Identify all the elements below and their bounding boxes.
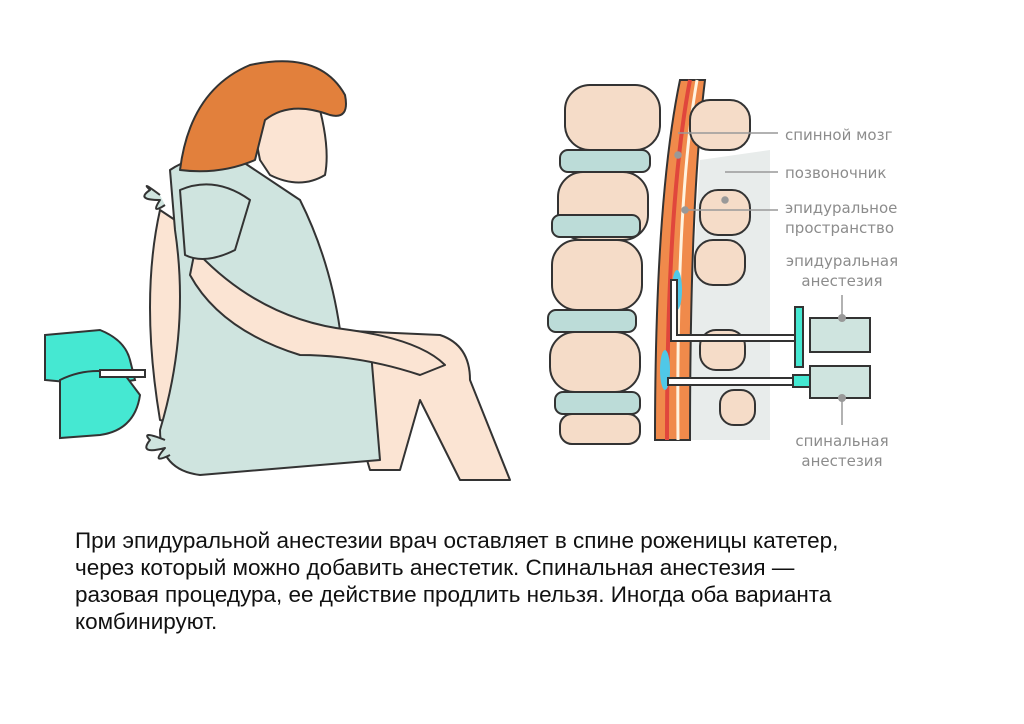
spine-cross-section (547, 79, 770, 445)
arm (189, 249, 446, 376)
label-line: эпидуральная (785, 252, 899, 270)
vertebra (559, 413, 641, 445)
bow-top (143, 185, 166, 210)
hair (179, 60, 347, 173)
woman-figure (143, 60, 511, 481)
vertebra (549, 331, 641, 393)
spinal-needle (667, 365, 871, 402)
disc (554, 391, 641, 415)
label-line: пространство (785, 219, 895, 237)
caption-line: комбинируют. (75, 609, 218, 634)
label-spinal-anesthesia: спинальная анестезия (772, 431, 912, 471)
caption: При эпидуральной анестезии врач оставляе… (75, 527, 975, 635)
caption-line: При эпидуральной анестезии врач оставляе… (75, 528, 839, 553)
disc (551, 214, 641, 238)
label-leaders (674, 132, 843, 425)
label-epidural-space: эпидуральное пространство (785, 198, 897, 238)
sleeve (179, 183, 251, 260)
anesthesia-illustration (44, 60, 871, 481)
vertebra (551, 239, 643, 311)
label-line: анестезия (801, 272, 883, 290)
bow-bottom (145, 434, 171, 460)
gloved-hands (44, 328, 146, 440)
label-spine: позвоночник (785, 164, 887, 182)
caption-line: разовая процедура, ее действие продлить … (75, 582, 832, 607)
label-spinal-cord: спинной мозг (785, 126, 893, 144)
caption-line: через который можно добавить анестетик. … (75, 555, 795, 580)
label-line: анестезия (801, 452, 883, 470)
epidural-needle (670, 279, 871, 368)
label-epidural-anesthesia: эпидуральная анестезия (772, 251, 912, 291)
label-line: эпидуральное (785, 199, 898, 217)
disc (559, 149, 651, 173)
disc (547, 309, 637, 333)
label-line: спинальная (795, 432, 889, 450)
vertebra (564, 84, 661, 151)
